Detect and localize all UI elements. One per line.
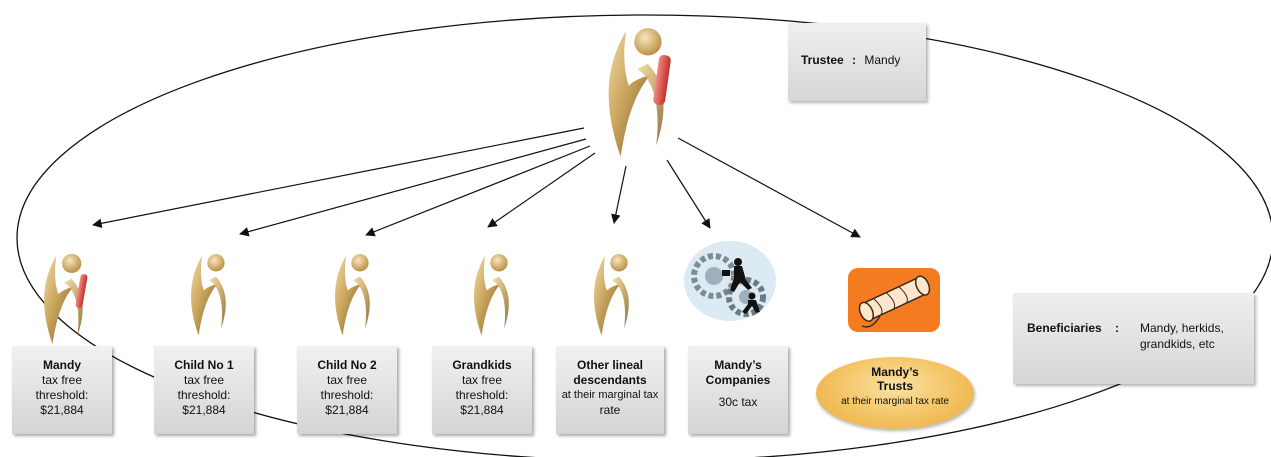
distribution-arrows	[93, 128, 860, 237]
trustee-label: Trustee	[801, 53, 844, 67]
recipient-name: Child No 1	[154, 358, 254, 373]
trustee-value: Mandy	[864, 53, 900, 67]
child-2-figure-icon	[335, 254, 370, 335]
arrow-to-child-1	[240, 139, 586, 234]
recipient-detail: rate	[556, 403, 664, 418]
grandkids-figure-icon	[474, 254, 509, 335]
recipient-detail: tax free	[154, 373, 254, 388]
recipient-box-child-2: Child No 2 tax free threshold: $21,884	[297, 346, 397, 434]
recipient-box-child-1: Child No 1 tax free threshold: $21,884	[154, 346, 254, 434]
beneficiaries-value-line2: grandkids, etc	[1140, 337, 1215, 351]
beneficiaries-callout: Beneficiaries : Mandy, herkids, grandkid…	[1013, 293, 1254, 384]
recipient-name: Companies	[688, 373, 788, 388]
arrow-to-trusts	[678, 138, 860, 237]
recipient-detail: tax free	[297, 373, 397, 388]
recipient-detail: $21,884	[12, 403, 112, 418]
recipient-detail: at their marginal tax	[556, 388, 664, 403]
recipient-name: Mandy’s	[816, 365, 974, 379]
recipient-name: Child No 2	[297, 358, 397, 373]
recipient-name: Mandy	[12, 358, 112, 373]
scroll-document-icon	[848, 268, 940, 332]
recipient-detail: $21,884	[297, 403, 397, 418]
recipient-name: Grandkids	[432, 358, 532, 373]
arrow-to-other-descendants	[614, 166, 626, 223]
recipient-box-other-descendants: Other lineal descendants at their margin…	[556, 346, 664, 434]
beneficiaries-label: Beneficiaries	[1027, 321, 1102, 335]
trustee-separator: :	[852, 53, 856, 67]
recipient-detail: tax free	[432, 373, 532, 388]
other-descendants-figure-icon	[594, 254, 629, 335]
recipient-box-grandkids: Grandkids tax free threshold: $21,884	[432, 346, 532, 434]
recipient-detail: threshold:	[297, 388, 397, 403]
mandy-figure-icon	[44, 254, 88, 344]
recipient-name: descendants	[556, 373, 664, 388]
trustee-callout: Trustee : Mandy	[788, 23, 926, 101]
recipient-detail: 30c tax	[688, 395, 788, 410]
beneficiaries-value-line1: Mandy, herkids,	[1140, 321, 1224, 335]
recipient-detail: $21,884	[154, 403, 254, 418]
recipient-name: Other lineal	[556, 358, 664, 373]
child-1-figure-icon	[191, 254, 226, 335]
recipient-box-companies: Mandy’s Companies 30c tax	[688, 346, 788, 434]
recipient-name: Mandy’s	[688, 358, 788, 373]
arrow-to-grandkids	[488, 153, 595, 227]
beneficiaries-separator: :	[1115, 321, 1119, 335]
recipient-detail: threshold:	[12, 388, 112, 403]
recipient-detail: threshold:	[154, 388, 254, 403]
recipient-ellipse-trusts: Mandy’s Trusts at their marginal tax rat…	[816, 357, 974, 429]
recipient-detail: tax free	[12, 373, 112, 388]
recipient-detail: $21,884	[432, 403, 532, 418]
business-gears-icon	[684, 241, 776, 321]
trustee-figure-icon	[609, 28, 672, 156]
arrow-to-mandy	[93, 128, 584, 225]
recipient-detail: threshold:	[432, 388, 532, 403]
recipient-name: Trusts	[816, 379, 974, 393]
arrow-to-companies	[667, 160, 710, 228]
recipient-box-mandy: Mandy tax free threshold: $21,884	[12, 346, 112, 434]
recipient-detail: at their marginal tax rate	[816, 396, 974, 407]
